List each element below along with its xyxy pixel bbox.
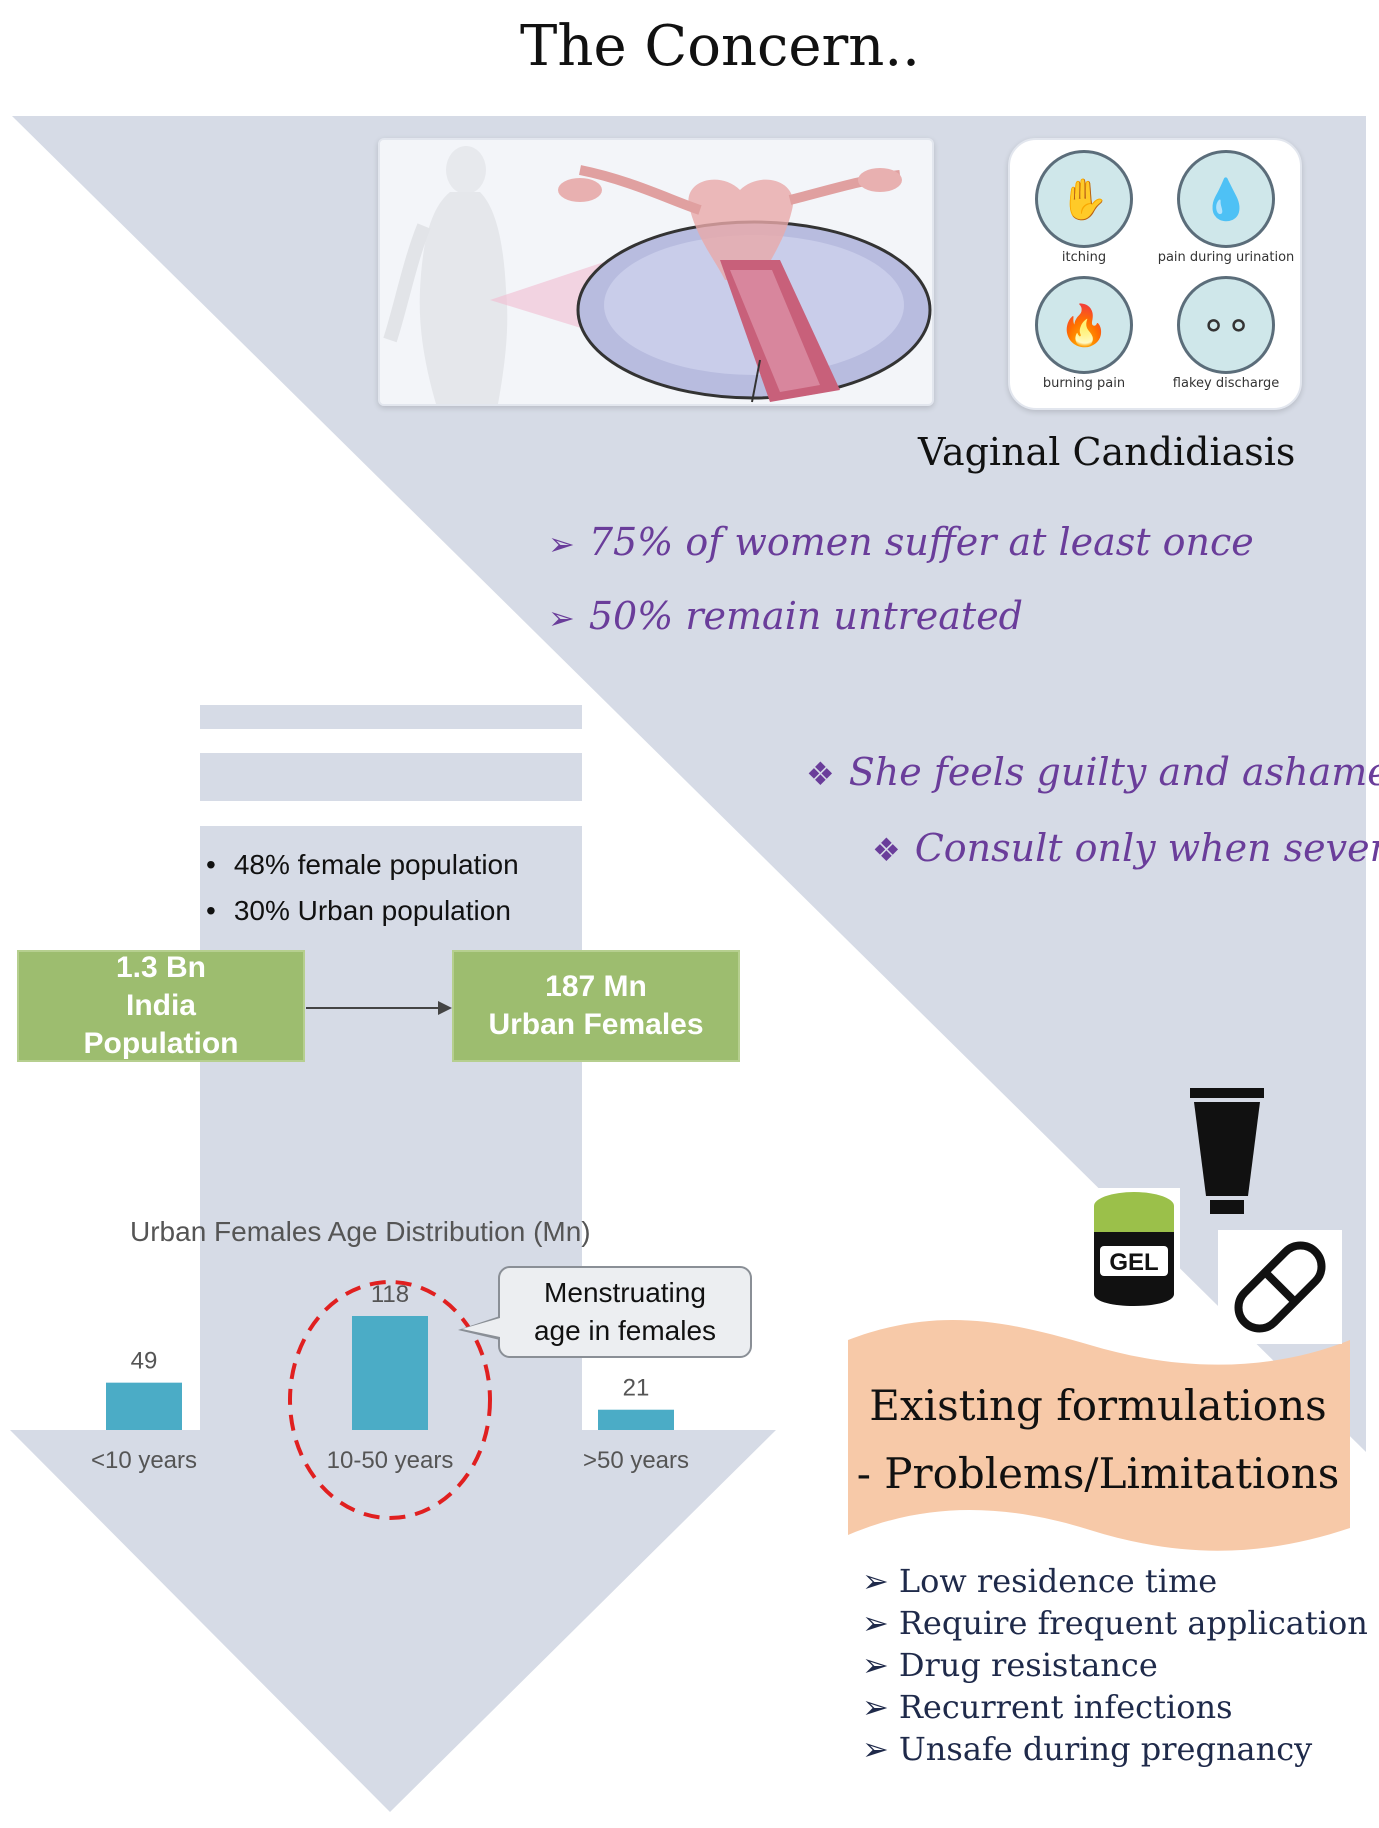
highlight-ring xyxy=(288,1280,492,1520)
diamond-bullet-icon: ❖ xyxy=(806,755,835,793)
arrow-bullet-icon: ➢ xyxy=(548,599,575,637)
data-label-1: 118 xyxy=(371,1281,409,1308)
page-title: The Concern.. xyxy=(520,14,920,79)
social-consult: ❖Consult only when severe xyxy=(872,826,1379,870)
bar-0 xyxy=(106,1382,182,1430)
chart-title: Urban Females Age Distribution (Mn) xyxy=(130,1216,591,1247)
menstruating-callout: Menstruating age in females xyxy=(498,1266,752,1358)
flow-arrow-head xyxy=(438,1001,452,1015)
tick-label-0: <10 years xyxy=(91,1447,197,1474)
arrow-bullet-icon: ➢ xyxy=(862,1688,889,1726)
arrow-bullet-icon: ➢ xyxy=(862,1730,889,1768)
cream-tube-icon xyxy=(1190,1088,1264,1214)
arrow-bullet-icon: ➢ xyxy=(862,1604,889,1642)
capsule-icon xyxy=(1218,1230,1342,1344)
symptom-label: burning pain xyxy=(1042,376,1126,391)
formulations-heading: Existing formulations - Problems/Limitat… xyxy=(856,1381,1340,1498)
symptoms-panel: ✋ itching 💧 pain during urination 🔥 burn… xyxy=(1008,138,1302,410)
problems-list: ➢Low residence time ➢Require frequent ap… xyxy=(862,1560,1368,1770)
urban-females-box: 187 Mn Urban Females xyxy=(452,950,740,1062)
fact-women-suffer: ➢75% of women suffer at least once xyxy=(548,520,1254,564)
bar-1 xyxy=(352,1316,428,1430)
top-triangle xyxy=(12,116,1366,1452)
arrow-stripe-1 xyxy=(200,705,582,729)
bar-2 xyxy=(598,1409,674,1430)
list-item: ➢Unsafe during pregnancy xyxy=(862,1730,1313,1768)
population-bullets: 48% female population 30% Urban populati… xyxy=(206,842,519,934)
data-label-0: 49 xyxy=(131,1348,158,1375)
list-item: ➢Low residence time xyxy=(862,1562,1218,1600)
urination-pain-icon: 💧 xyxy=(1177,150,1275,248)
diamond-bullet-icon: ❖ xyxy=(872,831,901,869)
bullet-female: 48% female population xyxy=(206,842,519,888)
bullet-urban: 30% Urban population xyxy=(206,888,519,934)
symptom-burning: 🔥 burning pain xyxy=(1014,268,1154,398)
condition-name: Vaginal Candidiasis xyxy=(918,430,1296,474)
anatomy-illustration xyxy=(378,138,934,406)
anatomy-icon xyxy=(380,140,932,404)
arrow-stripe-2 xyxy=(200,753,582,801)
itching-icon: ✋ xyxy=(1035,150,1133,248)
symptom-label: itching xyxy=(1061,250,1107,265)
symptom-discharge: ∘∘ flakey discharge xyxy=(1156,268,1296,398)
discharge-icon: ∘∘ xyxy=(1177,276,1275,374)
flame-icon: 🔥 xyxy=(1035,276,1133,374)
symptom-urination: 💧 pain during urination xyxy=(1156,142,1296,272)
data-label-2: 21 xyxy=(623,1375,650,1402)
symptom-label: pain during urination xyxy=(1157,250,1295,265)
list-item: ➢Drug resistance xyxy=(862,1646,1158,1684)
fact-untreated: ➢50% remain untreated xyxy=(548,594,1024,638)
symptom-label: flakey discharge xyxy=(1172,376,1280,391)
india-population-box: 1.3 Bn India Population xyxy=(17,950,305,1062)
arrow-bullet-icon: ➢ xyxy=(862,1646,889,1684)
list-item: ➢Recurrent infections xyxy=(862,1688,1233,1726)
social-guilty: ❖She feels guilty and ashamed xyxy=(806,750,1379,794)
tick-label-1: 10-50 years xyxy=(327,1447,454,1474)
gel-label: GEL xyxy=(1109,1249,1158,1276)
arrow-bullet-icon: ➢ xyxy=(548,525,575,563)
symptom-itching: ✋ itching xyxy=(1014,142,1154,272)
callout-tail-fill xyxy=(462,1318,500,1337)
arrow-bullet-icon: ➢ xyxy=(862,1562,889,1600)
banner-shape xyxy=(848,1320,1350,1551)
list-item: ➢Require frequent application xyxy=(862,1604,1368,1642)
tick-label-2: >50 years xyxy=(583,1447,689,1474)
gel-jar-icon: GEL xyxy=(1088,1188,1180,1312)
